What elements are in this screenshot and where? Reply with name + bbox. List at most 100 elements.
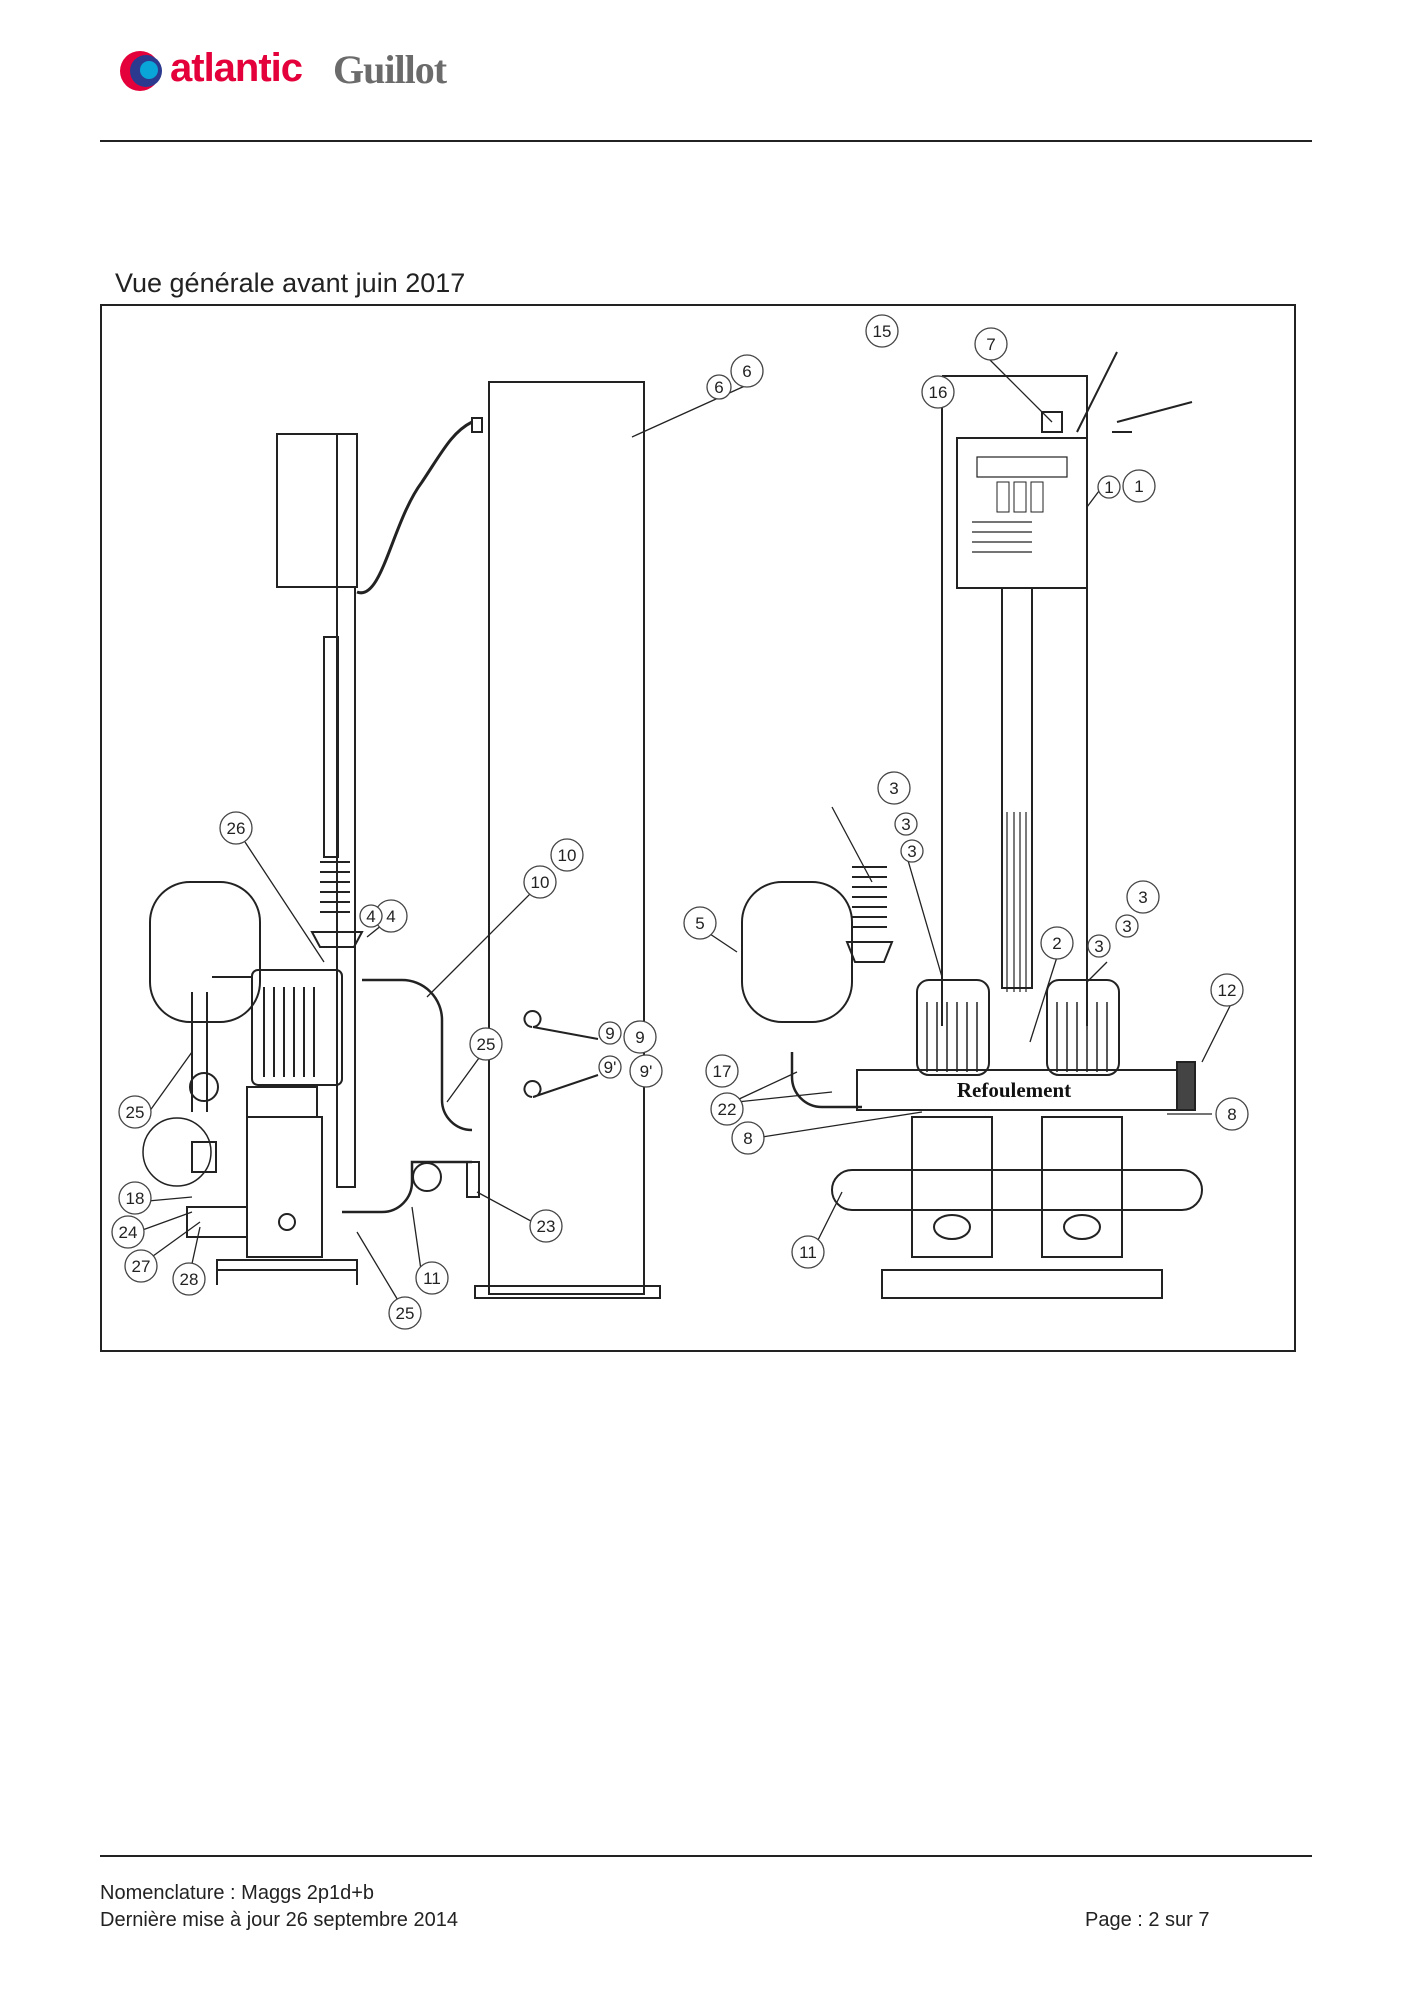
callout-circle [529, 1209, 563, 1243]
callout-label: 11 [423, 1269, 441, 1288]
company-logo: atlantic Guillot [118, 42, 498, 102]
callout-9: 9 [623, 1020, 657, 1054]
callout-circle [705, 1054, 739, 1088]
callout-label: 9' [640, 1062, 653, 1081]
callout-label: 3 [901, 815, 910, 834]
callout-25: 25 [388, 1296, 422, 1330]
callout-label: 5 [695, 914, 704, 933]
callout-circle [974, 327, 1008, 361]
callout-circle [623, 1020, 657, 1054]
callout-circle [1122, 469, 1156, 503]
callout-1: 1 [1097, 475, 1121, 499]
expansion-tank-front [741, 881, 853, 1023]
callout-label: 2 [1052, 934, 1061, 953]
callout-9': 9' [598, 1055, 622, 1079]
callout-9: 9 [598, 1021, 622, 1045]
callout-label: 26 [227, 819, 246, 838]
callout-circle [791, 1235, 825, 1269]
callout-circle [598, 1021, 622, 1045]
callout-8: 8 [731, 1121, 765, 1155]
pump-motor-front-1 [916, 979, 990, 1076]
footer-nomenclature: Nomenclature : Maggs 2p1d+b [100, 1882, 375, 1904]
callout-label: 28 [180, 1270, 199, 1289]
callout-1: 1 [1122, 469, 1156, 503]
callout-circle [523, 865, 557, 899]
callout-circle [865, 314, 899, 348]
callout-circle [894, 812, 918, 836]
callout-label: 1 [1104, 478, 1113, 497]
callout-label: 4 [386, 907, 395, 926]
callout-label: 8 [743, 1129, 752, 1148]
callout-3: 3 [1126, 880, 1160, 914]
callout-circle [388, 1296, 422, 1330]
callout-23: 23 [529, 1209, 563, 1243]
callout-label: 17 [713, 1062, 732, 1081]
panel-foot [474, 1285, 661, 1299]
callout-circle [124, 1249, 158, 1283]
callout-11: 11 [415, 1261, 449, 1295]
callout-label: 3 [1094, 937, 1103, 956]
callout-label: 25 [477, 1035, 496, 1054]
callout-circle [118, 1181, 152, 1215]
control-box-side [276, 433, 358, 588]
callout-label: 23 [537, 1217, 556, 1236]
callout-circle [731, 1121, 765, 1155]
callout-label: 25 [126, 1103, 145, 1122]
callout-label: 7 [986, 335, 995, 354]
callout-label: 6 [714, 378, 723, 397]
callout-6: 6 [730, 354, 764, 388]
callout-circle [1097, 475, 1121, 499]
discharge-pipe [362, 978, 473, 1132]
callout-label: 16 [929, 383, 948, 402]
expansion-tank [149, 881, 261, 1023]
callout-28: 28 [172, 1262, 206, 1296]
callout-9': 9' [629, 1054, 663, 1088]
callout-5: 5 [683, 906, 717, 940]
callout-circle [1087, 934, 1111, 958]
callout-10: 10 [550, 838, 584, 872]
callout-circle [172, 1262, 206, 1296]
callout-label: 10 [531, 873, 550, 892]
callout-16: 16 [921, 375, 955, 409]
callout-label: 11 [799, 1243, 817, 1262]
callout-circle [598, 1055, 622, 1079]
callout-circle [111, 1215, 145, 1249]
logo-mark-icon [120, 51, 162, 91]
callout-6: 6 [706, 374, 732, 400]
callout-circle [900, 839, 924, 863]
callout-label: 3 [1122, 917, 1131, 936]
callout-label: 9 [605, 1024, 614, 1043]
callout-8: 8 [1215, 1097, 1249, 1131]
callout-3: 3 [1115, 914, 1139, 938]
pump-body-side [246, 1116, 323, 1258]
callout-3: 3 [1087, 934, 1111, 958]
callout-22: 22 [710, 1092, 744, 1126]
key-9-prime [523, 1074, 599, 1098]
callout-label: 8 [1227, 1105, 1236, 1124]
callout-label: 24 [119, 1223, 138, 1242]
callout-25: 25 [469, 1027, 503, 1061]
callout-4: 4 [359, 904, 383, 928]
callout-12: 12 [1210, 973, 1244, 1007]
callout-label: 10 [558, 846, 577, 865]
pump-motor-side [251, 969, 343, 1086]
callout-label: 9' [604, 1058, 617, 1077]
header-divider [100, 140, 1312, 142]
callout-circle [877, 771, 911, 805]
callout-circle [1115, 914, 1139, 938]
footer-last-update: Dernière mise à jour 26 septembre 2014 [100, 1909, 458, 1931]
footer-divider [100, 1855, 1312, 1857]
callout-circle [710, 1092, 744, 1126]
callout-circle [219, 811, 253, 845]
section-title: Vue générale avant juin 2017 [115, 268, 466, 298]
callout-2: 2 [1040, 926, 1074, 960]
callout-label: 18 [126, 1189, 145, 1208]
callout-label: 27 [132, 1257, 151, 1276]
callout-circle [1215, 1097, 1249, 1131]
callout-10: 10 [523, 865, 557, 899]
callout-circle [118, 1095, 152, 1129]
callout-24: 24 [111, 1215, 145, 1249]
callout-label: 25 [396, 1304, 415, 1323]
